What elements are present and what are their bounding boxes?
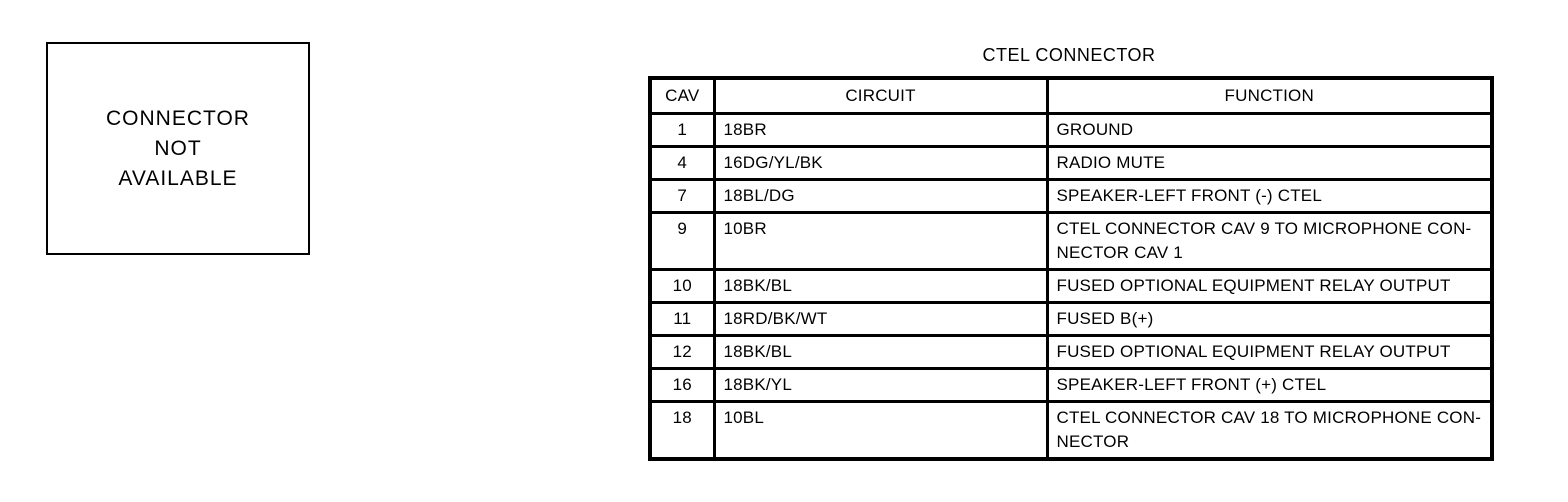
cell-cav: 10 <box>648 268 716 304</box>
header-row: CAV CIRCUIT FUNCTION <box>648 76 1494 115</box>
cell-circuit: 18RD/BK/WT <box>712 301 1049 337</box>
cell-function: CTEL CONNECTOR CAV 18 TO MICROPHONE CON-… <box>1045 400 1494 461</box>
table-row: 16 18BK/YL SPEAKER-LEFT FRONT (+) CTEL <box>648 367 1494 403</box>
cell-cav: 16 <box>648 367 716 403</box>
cell-cav: 1 <box>648 112 716 148</box>
table-row: 1 18BR GROUND <box>648 112 1494 148</box>
cell-circuit: 10BL <box>712 400 1049 461</box>
cell-function: SPEAKER-LEFT FRONT (-) CTEL <box>1045 178 1494 214</box>
table-title: CTEL CONNECTOR <box>982 45 1156 65</box>
table-row: 4 16DG/YL/BK RADIO MUTE <box>648 145 1494 181</box>
cell-function: SPEAKER-LEFT FRONT (+) CTEL <box>1045 367 1494 403</box>
col-header-cav: CAV <box>648 76 716 115</box>
cell-circuit: 18BR <box>712 112 1049 148</box>
cell-cav: 7 <box>648 178 716 214</box>
table-row: 12 18BK/BL FUSED OPTIONAL EQUIPMENT RELA… <box>648 334 1494 370</box>
cell-function: FUSED OPTIONAL EQUIPMENT RELAY OUTPUT <box>1045 268 1494 304</box>
cell-cav: 9 <box>648 211 716 271</box>
table-row: 10 18BK/BL FUSED OPTIONAL EQUIPMENT RELA… <box>648 268 1494 304</box>
table-row: 9 10BR CTEL CONNECTOR CAV 9 TO MICROPHON… <box>648 211 1494 271</box>
cell-circuit: 18BL/DG <box>712 178 1049 214</box>
cell-circuit: 18BK/BL <box>712 334 1049 370</box>
cell-circuit: 18BK/YL <box>712 367 1049 403</box>
connector-not-available-box: CONNECTOR NOT AVAILABLE <box>46 42 310 255</box>
cell-function: FUSED OPTIONAL EQUIPMENT RELAY OUTPUT <box>1045 334 1494 370</box>
cell-function: GROUND <box>1045 112 1494 148</box>
ctel-connector-table: CAV CIRCUIT FUNCTION 1 18BR GROUND 4 16D… <box>648 76 1494 461</box>
cell-cav: 4 <box>648 145 716 181</box>
ctel-connector-section: CTEL CONNECTOR CAV CIRCUIT FUNCTION 1 18… <box>648 44 1494 461</box>
connector-not-available-text: CONNECTOR NOT AVAILABLE <box>106 106 250 190</box>
col-header-function: FUNCTION <box>1045 76 1494 115</box>
cell-function: FUSED B(+) <box>1045 301 1494 337</box>
table-row: 7 18BL/DG SPEAKER-LEFT FRONT (-) CTEL <box>648 178 1494 214</box>
cell-circuit: 16DG/YL/BK <box>712 145 1049 181</box>
cell-cav: 18 <box>648 400 716 461</box>
cell-cav: 12 <box>648 334 716 370</box>
cell-circuit: 10BR <box>712 211 1049 271</box>
col-header-circuit: CIRCUIT <box>712 76 1049 115</box>
cell-function: RADIO MUTE <box>1045 145 1494 181</box>
cell-function: CTEL CONNECTOR CAV 9 TO MICROPHONE CON- … <box>1045 211 1494 271</box>
cell-circuit: 18BK/BL <box>712 268 1049 304</box>
table-row: 18 10BL CTEL CONNECTOR CAV 18 TO MICROPH… <box>648 400 1494 461</box>
table-row: 11 18RD/BK/WT FUSED B(+) <box>648 301 1494 337</box>
cell-cav: 11 <box>648 301 716 337</box>
